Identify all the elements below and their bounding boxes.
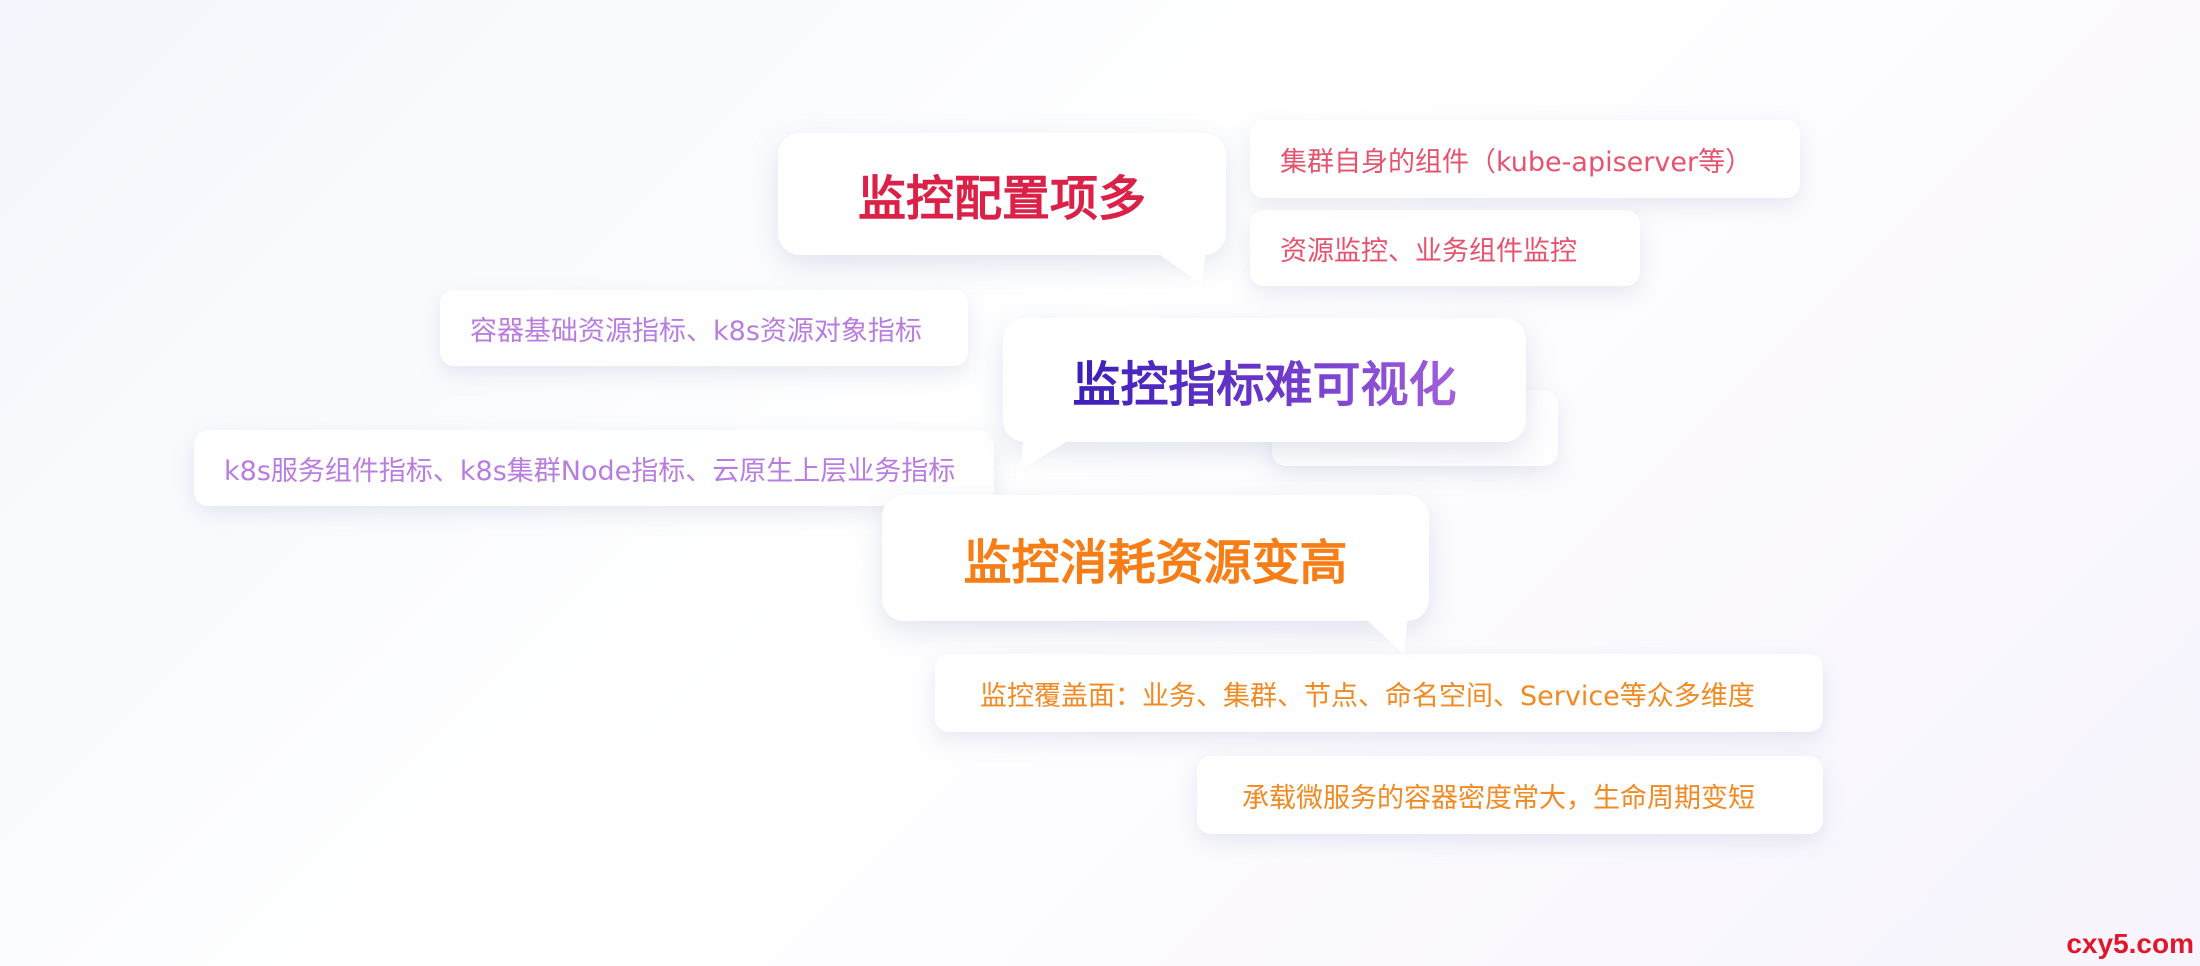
resource-bubble-title: 监控消耗资源变高 — [963, 535, 1348, 591]
resource-bubble: 监控消耗资源变高 — [882, 495, 1429, 621]
visual-detail-1: 容器基础资源指标、k8s资源对象指标 — [440, 290, 968, 366]
visual-detail-1-text: 容器基础资源指标、k8s资源对象指标 — [470, 315, 922, 347]
watermark: cxy5.com — [2066, 928, 2194, 959]
config-bubble-tail — [1150, 248, 1206, 284]
config-detail-1: 集群自身的组件（kube-apiserver等） — [1250, 120, 1800, 198]
config-detail-2: 资源监控、业务组件监控 — [1250, 210, 1640, 286]
resource-bubble-tail — [1360, 614, 1408, 654]
resource-detail-1-text: 监控覆盖面：业务、集群、节点、命名空间、Service等众多维度 — [980, 680, 1755, 712]
config-detail-1-text: 集群自身的组件（kube-apiserver等） — [1280, 146, 1753, 178]
visual-bubble: 监控指标难可视化 — [1003, 318, 1526, 442]
visual-detail-2-text: k8s服务组件指标、k8s集群Node指标、云原生上层业务指标 — [224, 455, 956, 487]
visual-bubble-title: 监控指标难可视化 — [1072, 345, 1456, 415]
config-detail-2-text: 资源监控、业务组件监控 — [1280, 235, 1577, 267]
resource-detail-2-text: 承载微服务的容器密度常大，生命周期变短 — [1242, 782, 1755, 814]
config-bubble-title: 监控配置项多 — [857, 171, 1146, 227]
resource-detail-1: 监控覆盖面：业务、集群、节点、命名空间、Service等众多维度 — [935, 654, 1823, 732]
config-bubble: 监控配置项多 — [778, 133, 1226, 255]
visual-bubble-tail — [1020, 436, 1076, 470]
resource-detail-2: 承载微服务的容器密度常大，生命周期变短 — [1197, 756, 1823, 834]
visual-detail-2: k8s服务组件指标、k8s集群Node指标、云原生上层业务指标 — [194, 430, 994, 506]
